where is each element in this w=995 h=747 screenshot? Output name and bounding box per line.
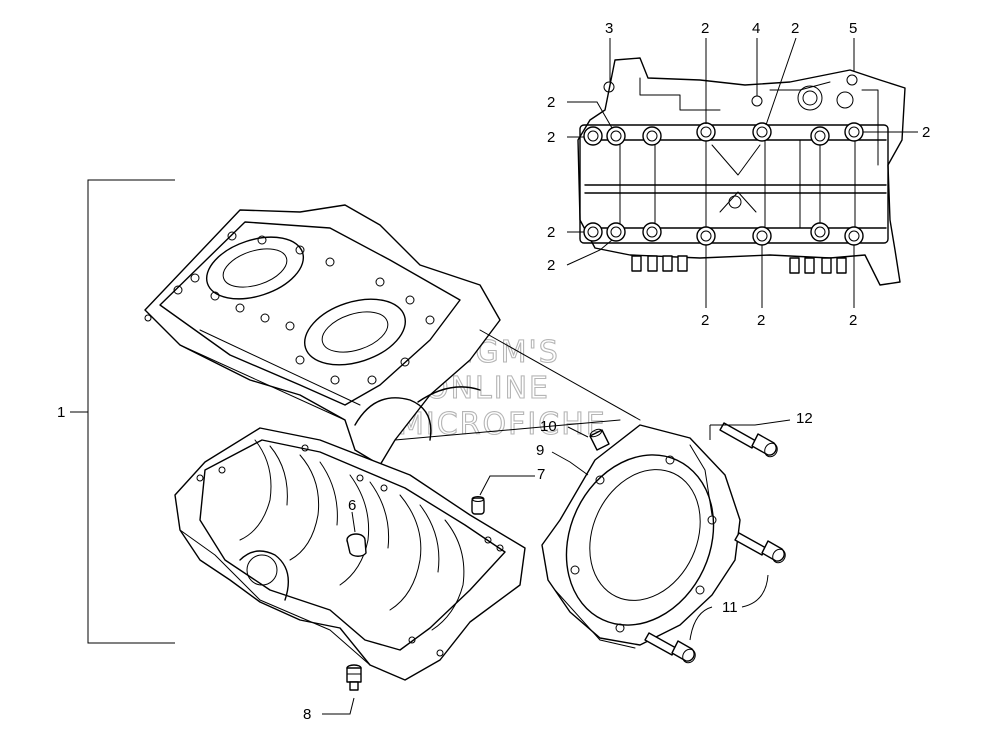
screw-part-11-upper xyxy=(734,532,786,564)
screw-part-11-lower xyxy=(644,632,696,664)
upper-crankcase-half xyxy=(144,204,641,466)
top-view-leaders xyxy=(566,37,918,308)
callout-labels: 1 3 2 4 2 5 2 2 2 2 2 2 2 2 6 7 8 9 10 1… xyxy=(57,20,930,723)
callout-1: 1 xyxy=(57,404,65,421)
callout-5: 5 xyxy=(849,20,857,37)
seal-part-10 xyxy=(567,426,610,451)
callout-2-bottom-a: 2 xyxy=(701,312,709,329)
callout-7: 7 xyxy=(537,466,545,483)
callout-12: 12 xyxy=(796,410,813,427)
drain-plug-part-8 xyxy=(322,664,362,715)
callout-2-bottom-c: 2 xyxy=(849,312,857,329)
sleeve-part-7 xyxy=(471,475,535,515)
callout-11: 11 xyxy=(722,599,738,616)
callout-2-left-d: 2 xyxy=(547,257,555,274)
callout-2-left-c: 2 xyxy=(547,224,555,241)
part-11-leaders xyxy=(689,574,769,641)
end-cover-part-9 xyxy=(541,424,741,649)
callout-3: 3 xyxy=(605,20,613,37)
callout-2-top-a: 2 xyxy=(701,20,709,37)
crankcase-top-view xyxy=(577,57,906,286)
callout-2-top-b: 2 xyxy=(791,20,799,37)
callout-2-bottom-b: 2 xyxy=(757,312,765,329)
callout-2-left-b: 2 xyxy=(547,129,555,146)
callout-2-right: 2 xyxy=(922,124,930,141)
dowel-pin-part-6 xyxy=(346,511,367,557)
assembly-bracket xyxy=(70,179,175,644)
callout-2-left-a: 2 xyxy=(547,94,555,111)
callout-4: 4 xyxy=(752,20,760,37)
callout-9: 9 xyxy=(536,442,544,459)
screw-part-12 xyxy=(709,419,791,458)
callout-6: 6 xyxy=(348,497,356,514)
callout-10: 10 xyxy=(540,418,557,435)
callout-8: 8 xyxy=(303,706,311,723)
